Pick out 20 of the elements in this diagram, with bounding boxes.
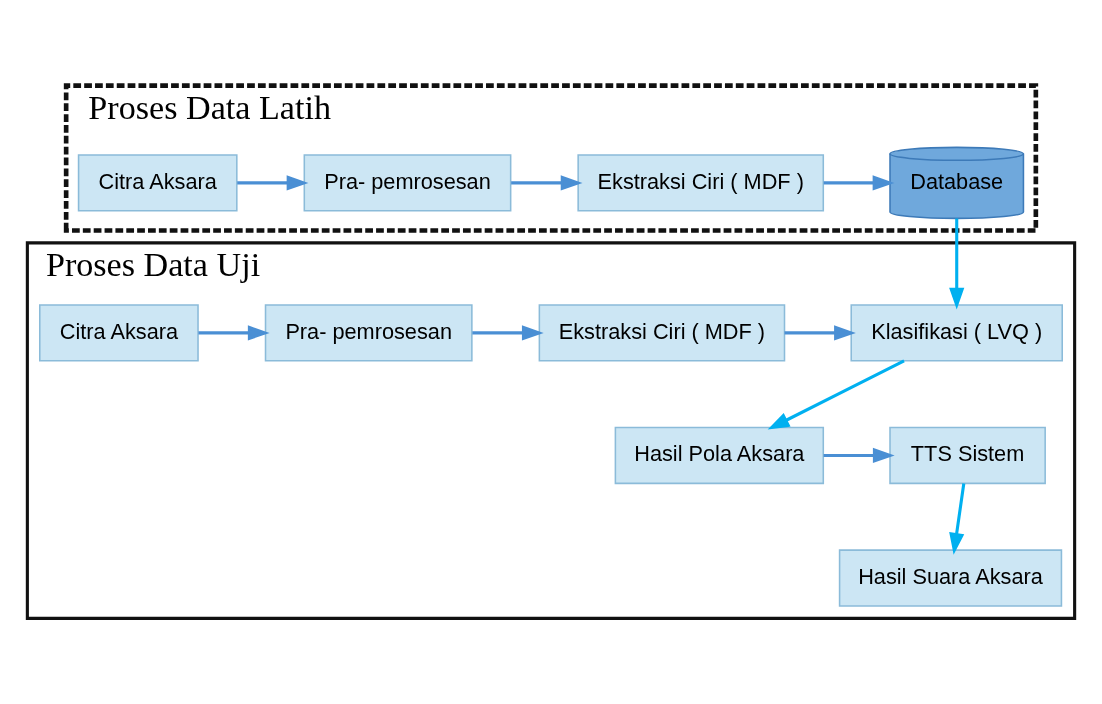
node-box: Klasifikasi ( LVQ ): [850, 304, 1063, 362]
node-box: Pra- pemrosesan: [303, 154, 512, 212]
arrow: [237, 175, 309, 191]
node-box: Hasil Pola Aksara: [614, 426, 825, 485]
arrow: [949, 483, 966, 555]
node-box: Ekstraksi Ciri ( MDF ): [577, 154, 825, 212]
arrow: [784, 325, 856, 341]
node-box: Ekstraksi Ciri ( MDF ): [538, 304, 786, 362]
arrow: [472, 325, 544, 341]
node-box: TTS Sistem: [889, 426, 1046, 485]
arrow: [198, 325, 270, 341]
arrow: [823, 175, 895, 191]
node-box: Citra Aksara: [39, 304, 199, 362]
node-box: Citra Aksara: [77, 154, 238, 212]
arrow: [823, 447, 895, 464]
arrow: [949, 218, 965, 310]
node-box: Hasil Suara Aksara: [838, 549, 1063, 607]
node-box: Pra- pemrosesan: [264, 304, 473, 362]
arrow: [511, 175, 583, 191]
arrow: [767, 359, 905, 430]
